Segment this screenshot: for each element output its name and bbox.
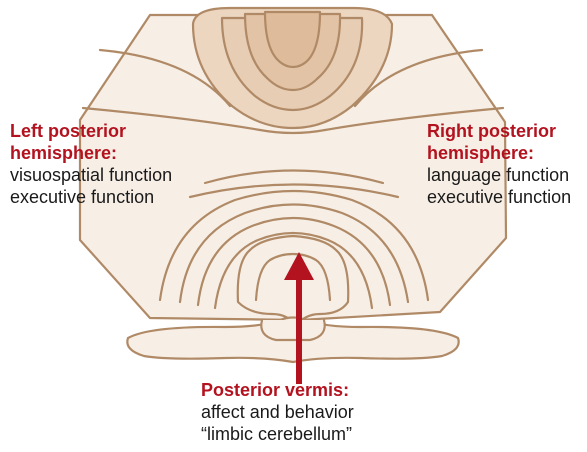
left-heading-line1: Left posterior xyxy=(10,120,210,142)
left-desc-2: executive function xyxy=(10,186,210,208)
right-desc-2: executive function xyxy=(427,186,587,208)
left-desc-1: visuospatial function xyxy=(10,164,210,186)
right-hemisphere-label: Right posterior hemisphere: language fun… xyxy=(427,120,587,208)
left-heading-line2: hemisphere: xyxy=(10,142,210,164)
peduncle-stem xyxy=(261,320,324,340)
left-hemisphere-label: Left posterior hemisphere: visuospatial … xyxy=(10,120,210,208)
vermis-desc-1: affect and behavior xyxy=(201,401,461,423)
right-heading-line2: hemisphere: xyxy=(427,142,587,164)
posterior-vermis-lobule xyxy=(238,236,349,326)
posterior-vermis-label: Posterior vermis: affect and behavior “l… xyxy=(201,379,461,445)
vermis-desc-2: “limbic cerebellum” xyxy=(201,423,461,445)
vermis-heading: Posterior vermis: xyxy=(201,379,461,401)
right-desc-1: language function xyxy=(427,164,587,186)
right-heading-line1: Right posterior xyxy=(427,120,587,142)
